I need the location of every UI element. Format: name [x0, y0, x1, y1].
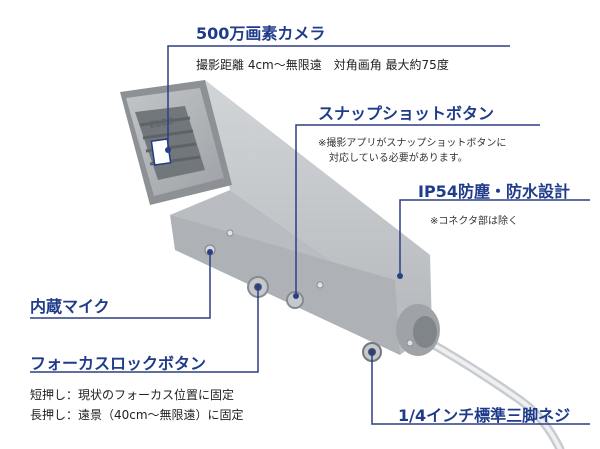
- focus-lock-callout-title: フォーカスロックボタン: [30, 354, 207, 373]
- camera-leader: [167, 45, 510, 150]
- camera-body: [150, 80, 440, 356]
- leader-lines: [30, 45, 590, 425]
- snapshot-leader: [295, 124, 540, 296]
- focus-lock-leader: [30, 287, 259, 373]
- mic-callout-title: 内蔵マイク: [30, 297, 110, 316]
- tripod-callout-title: 1/4インチ標準三脚ネジ: [398, 406, 571, 425]
- camera-callout-title: 500万画素カメラ: [196, 24, 326, 43]
- snapshot-callout-note-1: ※撮影アプリがスナップショットボタンに: [318, 138, 507, 149]
- snapshot-callout-note-2: 対応している必要があります。: [329, 153, 468, 164]
- focus-lock-callout-line2: 長押し：遠景（40cm〜無限遠）に固定: [30, 408, 244, 422]
- leader-dots: [165, 147, 403, 355]
- lens-housing: ELEC: [120, 80, 232, 205]
- camera-callout-desc: 撮影距離 4cm〜無限遠 対角画角 最大約75度: [196, 58, 449, 72]
- mic-leader: [30, 252, 211, 319]
- snapshot-callout-title: スナップショットボタン: [318, 104, 495, 123]
- usb-cable: [420, 335, 565, 449]
- tripod-leader: [371, 352, 590, 425]
- ip54-callout-title: IP54防塵・防水設計: [418, 182, 570, 201]
- focus-lock-callout-line1: 短押し：現状のフォーカス位置に固定: [30, 388, 235, 402]
- ip54-callout-note: ※コネクタ部は除く: [430, 216, 518, 227]
- ip54-leader: [399, 199, 590, 276]
